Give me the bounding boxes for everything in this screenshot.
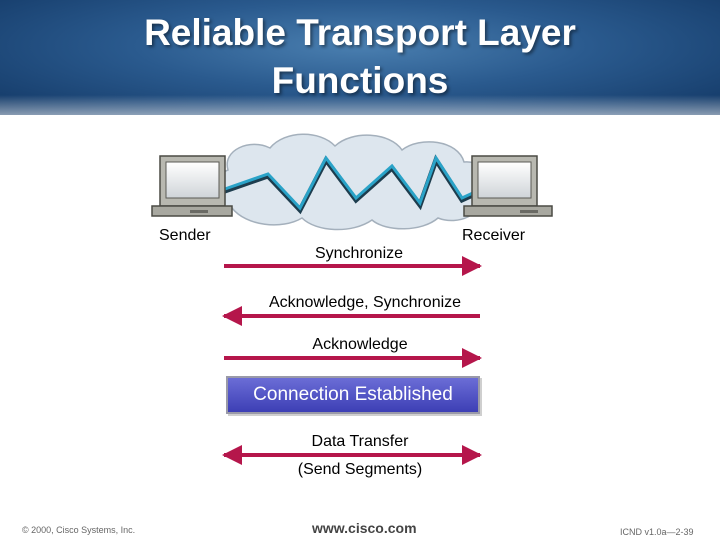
data-transfer-label: Data Transfer	[311, 433, 409, 450]
acknowledge-label: Acknowledge	[312, 336, 408, 353]
receiver-label: Receiver	[462, 227, 526, 244]
footer-slide-ref: ICND v1.0a—2-39	[620, 527, 694, 537]
send-segments-label: (Send Segments)	[297, 461, 423, 478]
sender-label: Sender	[159, 227, 211, 244]
footer-copyright: © 2000, Cisco Systems, Inc.	[22, 525, 136, 535]
sender-computer-icon	[151, 155, 233, 217]
title-banner-fade	[0, 95, 720, 135]
receiver-computer-icon	[463, 155, 553, 217]
connection-established-label: Connection Established	[253, 384, 453, 405]
acknowledge-synchronize-label: Acknowledge, Synchronize	[268, 294, 462, 311]
footer-url: www.cisco.com	[312, 520, 417, 536]
synchronize-label: Synchronize	[314, 245, 404, 262]
network-link-icon	[221, 154, 490, 215]
slide-title-line-1: Reliable Transport Layer	[144, 12, 576, 53]
slide-title-line-2: Functions	[271, 60, 449, 101]
connection-established-box: Connection Established	[226, 376, 480, 414]
